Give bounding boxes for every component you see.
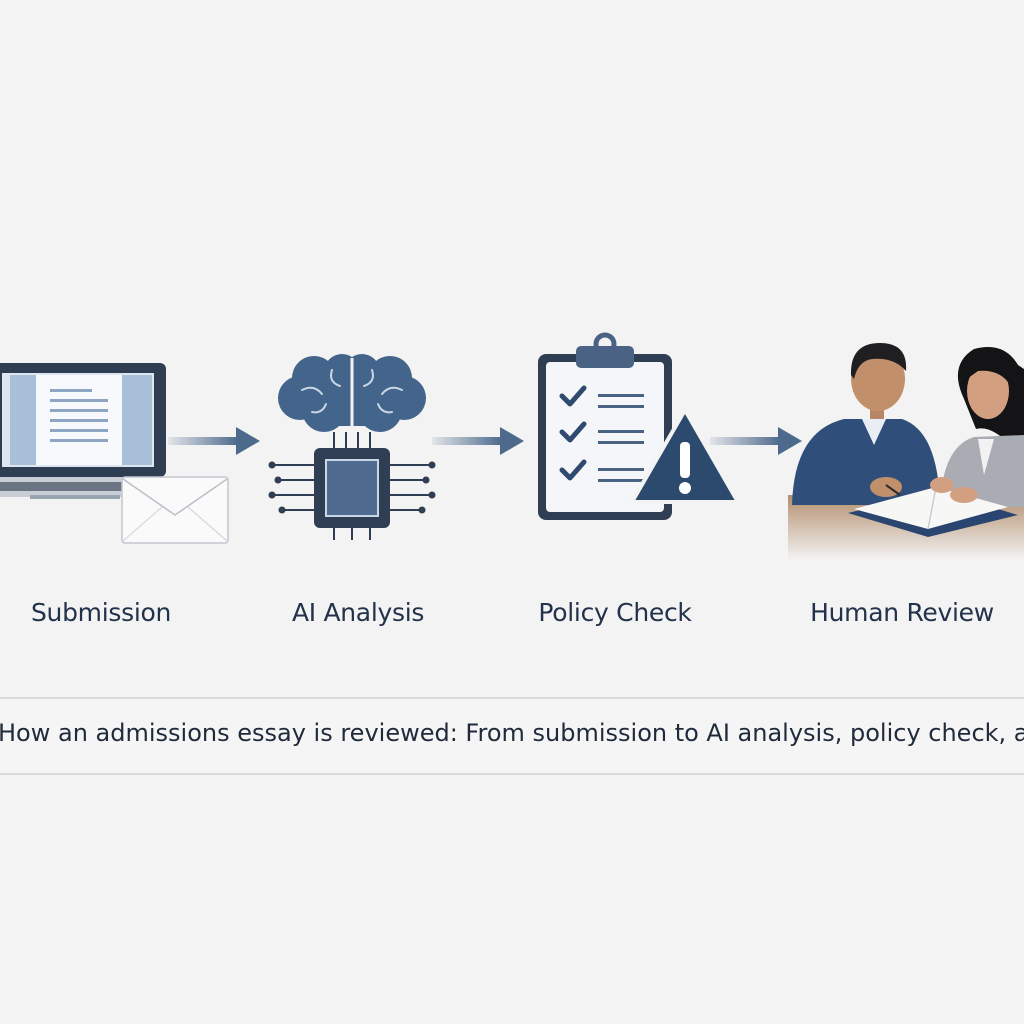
step-label-submission: Submission	[30, 598, 172, 627]
caption-bar: How an admissions essay is reviewed: Fro…	[0, 697, 1024, 775]
arrow-right-icon	[432, 427, 524, 455]
step-label-policy-check: Policy Check	[538, 598, 692, 627]
laptop-envelope-icon	[0, 363, 229, 544]
arrow-right-icon	[710, 427, 802, 455]
step-label-human-review: Human Review	[810, 598, 994, 627]
brain-chip-icon	[268, 354, 436, 540]
arrow-right-icon	[168, 427, 260, 455]
reviewers-icon	[788, 343, 1024, 560]
clipboard-warning-icon	[538, 332, 740, 520]
caption-text: How an admissions essay is reviewed: Fro…	[0, 719, 1024, 747]
step-label-ai-analysis: AI Analysis	[291, 598, 425, 627]
